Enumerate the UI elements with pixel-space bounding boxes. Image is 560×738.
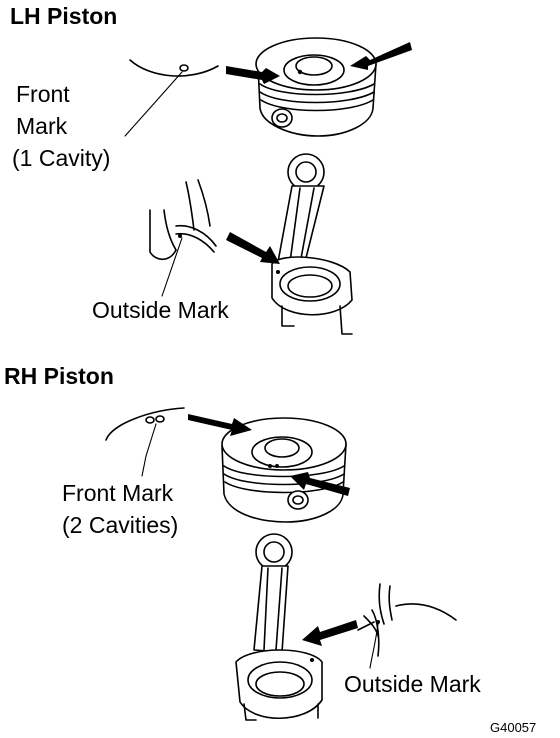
rh-piston [221, 417, 347, 523]
rh-outside-arrow [302, 620, 358, 646]
rh-piston-front-cavity-2 [275, 464, 279, 468]
lh-heading: LH Piston [10, 3, 117, 29]
lh-connecting-rod [271, 153, 353, 335]
lh-front-arrow-left [226, 66, 280, 84]
rh-front-arrow-right [290, 472, 350, 496]
lh-rod-outside-mark [276, 270, 280, 274]
lh-front-mark-callout: Front Mark (1 Cavity) [12, 81, 110, 171]
rh-front-arrow-left [188, 414, 252, 436]
lh-rod-detail [149, 179, 217, 297]
rh-cavity-mark-2 [155, 415, 165, 423]
rh-front-mark-line2: (2 Cavities) [62, 512, 178, 538]
lh-front-mark-line1: Front [16, 81, 70, 107]
lh-section: LH Piston Front Mark (1 Cavity) [10, 3, 412, 335]
rh-piston-front-cavity-1 [268, 464, 272, 468]
rh-front-mark-callout: Front Mark (2 Cavities) [62, 480, 178, 538]
rh-front-mark-line1: Front Mark [62, 480, 174, 506]
rh-section: RH Piston Front Mark (2 Cavities) [4, 363, 481, 721]
rh-heading: RH Piston [4, 363, 114, 389]
lh-piston-front-cavity [297, 69, 303, 75]
lh-piston [255, 37, 377, 137]
lh-front-mark-line3: (1 Cavity) [12, 145, 110, 171]
lh-cavity-mark [179, 64, 189, 72]
figure-code: G40057 [490, 720, 536, 735]
lh-outside-arrow [226, 232, 280, 264]
rh-rod-outside-mark [310, 658, 314, 662]
lh-front-mark-line2: Mark [16, 113, 68, 139]
rh-rod-detail [357, 583, 457, 669]
rh-connecting-rod [235, 533, 323, 721]
lh-front-arrow-right [350, 42, 412, 70]
rh-cavity-detail [105, 407, 185, 477]
lh-cavity-detail [124, 59, 219, 137]
rh-outside-mark-label: Outside Mark [344, 671, 481, 697]
lh-outside-mark-label: Outside Mark [92, 297, 229, 323]
lh-outside-mark-dot [178, 234, 182, 238]
rh-cavity-mark-1 [145, 416, 155, 424]
rh-outside-mark-dot [376, 620, 380, 624]
